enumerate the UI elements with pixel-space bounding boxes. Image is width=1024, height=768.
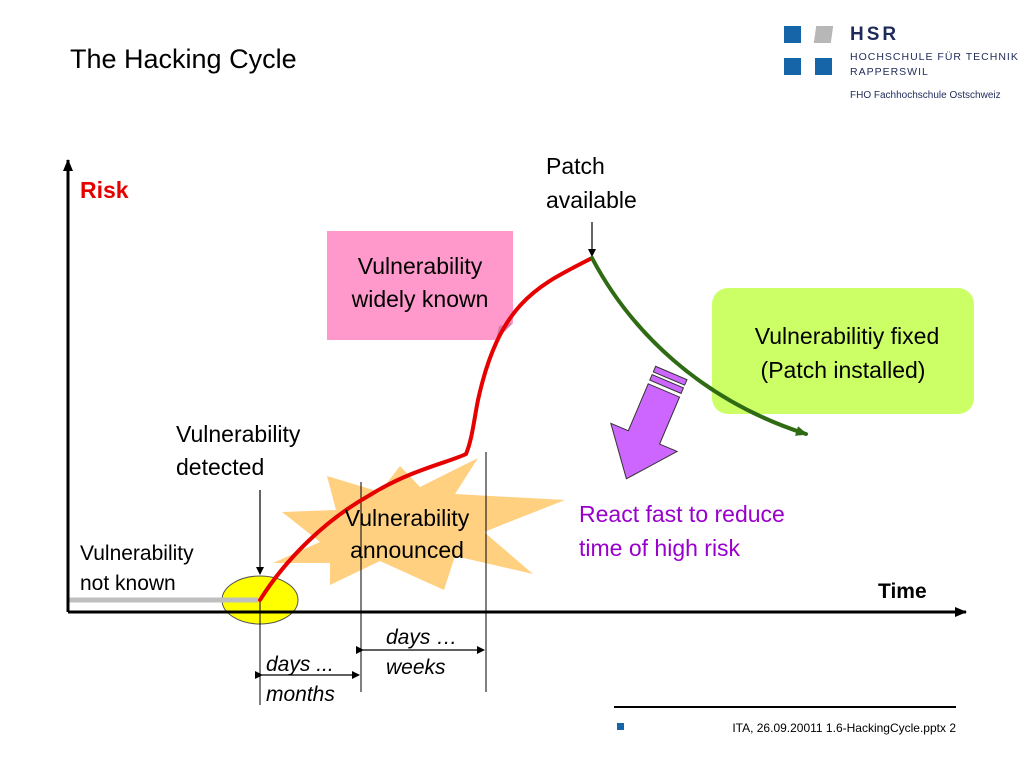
label-widely-known-1: Vulnerability (358, 253, 483, 279)
y-axis-label: Risk (80, 177, 129, 203)
label-fixed-1: Vulnerabilitiy fixed (755, 323, 940, 349)
label-fixed-2: (Patch installed) (761, 357, 926, 383)
label-announced-1: Vulnerability (345, 505, 470, 531)
logo-name: HSR (850, 24, 900, 45)
risk-curve (258, 256, 594, 602)
fixed-green-box (712, 288, 974, 414)
label-announced-2: announced (350, 537, 464, 563)
label-days-weeks-1: days … (386, 626, 457, 649)
footer-bullet (617, 723, 624, 730)
logo-school: HOCHSCHULE FÜR TECHNIK RAPPERSWIL (850, 50, 1019, 80)
label-days-months-2: months (266, 683, 335, 706)
label-detected-2: detected (176, 454, 264, 480)
label-react-1: React fast to reduce (579, 501, 785, 527)
logo-square-blue-1 (784, 26, 801, 43)
hsr-logo (784, 26, 1024, 106)
label-patch-1: Patch (546, 153, 605, 179)
logo-square-blue-3 (815, 58, 832, 75)
react-fast-arrow (610, 365, 688, 480)
label-days-weeks-2: weeks (386, 656, 446, 679)
logo-line3: FHO Fachhochschule Ostschweiz (850, 90, 1001, 101)
fixed-curve (590, 256, 808, 436)
label-not-known-2: not known (80, 572, 176, 595)
label-detected-1: Vulnerability (176, 421, 301, 447)
footer-text: ITA, 26.09.20011 1.6-HackingCycle.pptx 2 (732, 721, 956, 735)
label-days-months-1: days ... (266, 653, 334, 676)
announced-starburst (273, 458, 565, 590)
logo-line2: RAPPERSWIL (850, 66, 929, 78)
logo-line1: HOCHSCHULE FÜR TECHNIK (850, 51, 1019, 63)
slide-title: The Hacking Cycle (70, 44, 297, 74)
label-widely-known-2: widely known (351, 286, 489, 312)
label-react-2: time of high risk (579, 535, 741, 561)
widely-known-sticky-note (327, 231, 513, 340)
label-not-known-1: Vulnerability (80, 542, 194, 565)
label-patch-2: available (546, 187, 637, 213)
logo-square-blue-2 (784, 58, 801, 75)
x-axis-label: Time (878, 580, 927, 603)
